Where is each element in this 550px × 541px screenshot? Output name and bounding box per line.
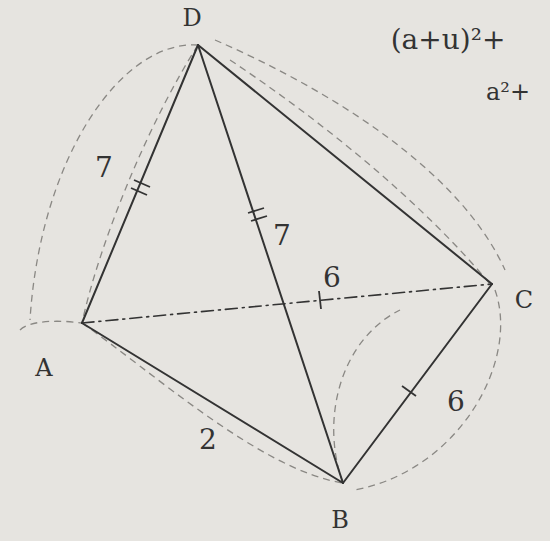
length-label: 2 xyxy=(196,425,220,455)
edge-bc xyxy=(343,284,492,483)
construction-arcs xyxy=(20,40,505,490)
vertex-label: C xyxy=(512,287,536,313)
tick xyxy=(402,386,416,396)
vertex-label: D xyxy=(179,5,204,31)
tick xyxy=(319,291,321,309)
length-label: 7 xyxy=(270,221,294,251)
vertex-label: B xyxy=(328,507,352,533)
edge-ab xyxy=(82,323,343,483)
edge-da xyxy=(82,45,198,323)
edges xyxy=(82,45,492,483)
tick-marks xyxy=(131,180,416,396)
edge-dc xyxy=(198,45,492,284)
length-label: 7 xyxy=(92,153,116,183)
tick xyxy=(131,188,147,195)
vertex-label: A xyxy=(32,355,55,381)
hidden-edge-ac xyxy=(82,284,492,323)
formula-text: (a+u)²+ xyxy=(388,25,509,55)
arc xyxy=(334,310,400,483)
edge-db xyxy=(198,45,343,483)
length-label: 6 xyxy=(320,263,344,293)
arc xyxy=(355,290,501,490)
formula-text: a²+ xyxy=(483,79,533,105)
tick xyxy=(251,216,267,221)
arc xyxy=(30,45,198,320)
tick xyxy=(248,208,264,213)
arc xyxy=(215,40,505,270)
tick xyxy=(134,180,150,187)
arc xyxy=(20,321,82,330)
arc xyxy=(82,323,343,483)
length-label: 6 xyxy=(444,387,468,417)
arc xyxy=(82,45,198,323)
